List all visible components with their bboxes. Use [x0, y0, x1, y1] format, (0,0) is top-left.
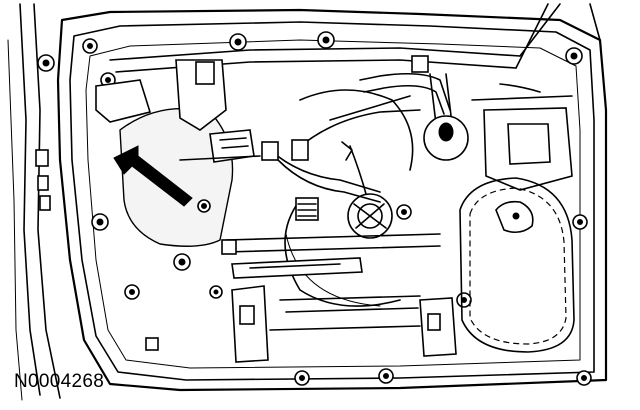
- bolt-fastener: [209, 285, 223, 299]
- lower-rail: [145, 233, 457, 363]
- bolt-fastener: [565, 47, 583, 65]
- bolt-fastener: [572, 214, 588, 230]
- upper-bracket: [95, 59, 261, 163]
- bolt-fastener: [378, 368, 394, 384]
- inner-panel-outline: [56, 8, 608, 392]
- bolt-fastener: [576, 370, 592, 386]
- window-regulator-drum: [284, 89, 414, 307]
- bolt-fastener: [294, 370, 310, 386]
- door-outer-edge: [7, 3, 61, 401]
- figure-reference-code: N0004268: [14, 371, 105, 392]
- bolt-fastener: [124, 284, 140, 300]
- drive-cylinder: [423, 73, 541, 161]
- bolt-fastener: [229, 33, 247, 51]
- perimeter-bolts: [37, 31, 592, 386]
- wire-harness: [261, 55, 451, 203]
- latch-box: [471, 95, 573, 191]
- bolt-fastener: [173, 253, 191, 271]
- bolt-fastener: [317, 31, 335, 49]
- speaker-opening-left: [119, 107, 234, 247]
- bolt-fastener: [91, 213, 109, 231]
- speaker-opening-right: [459, 177, 575, 353]
- bolt-fastener: [82, 38, 98, 54]
- bolt-fastener: [37, 54, 55, 72]
- arrow-icon: [113, 145, 193, 207]
- bolt-fastener: [456, 292, 472, 308]
